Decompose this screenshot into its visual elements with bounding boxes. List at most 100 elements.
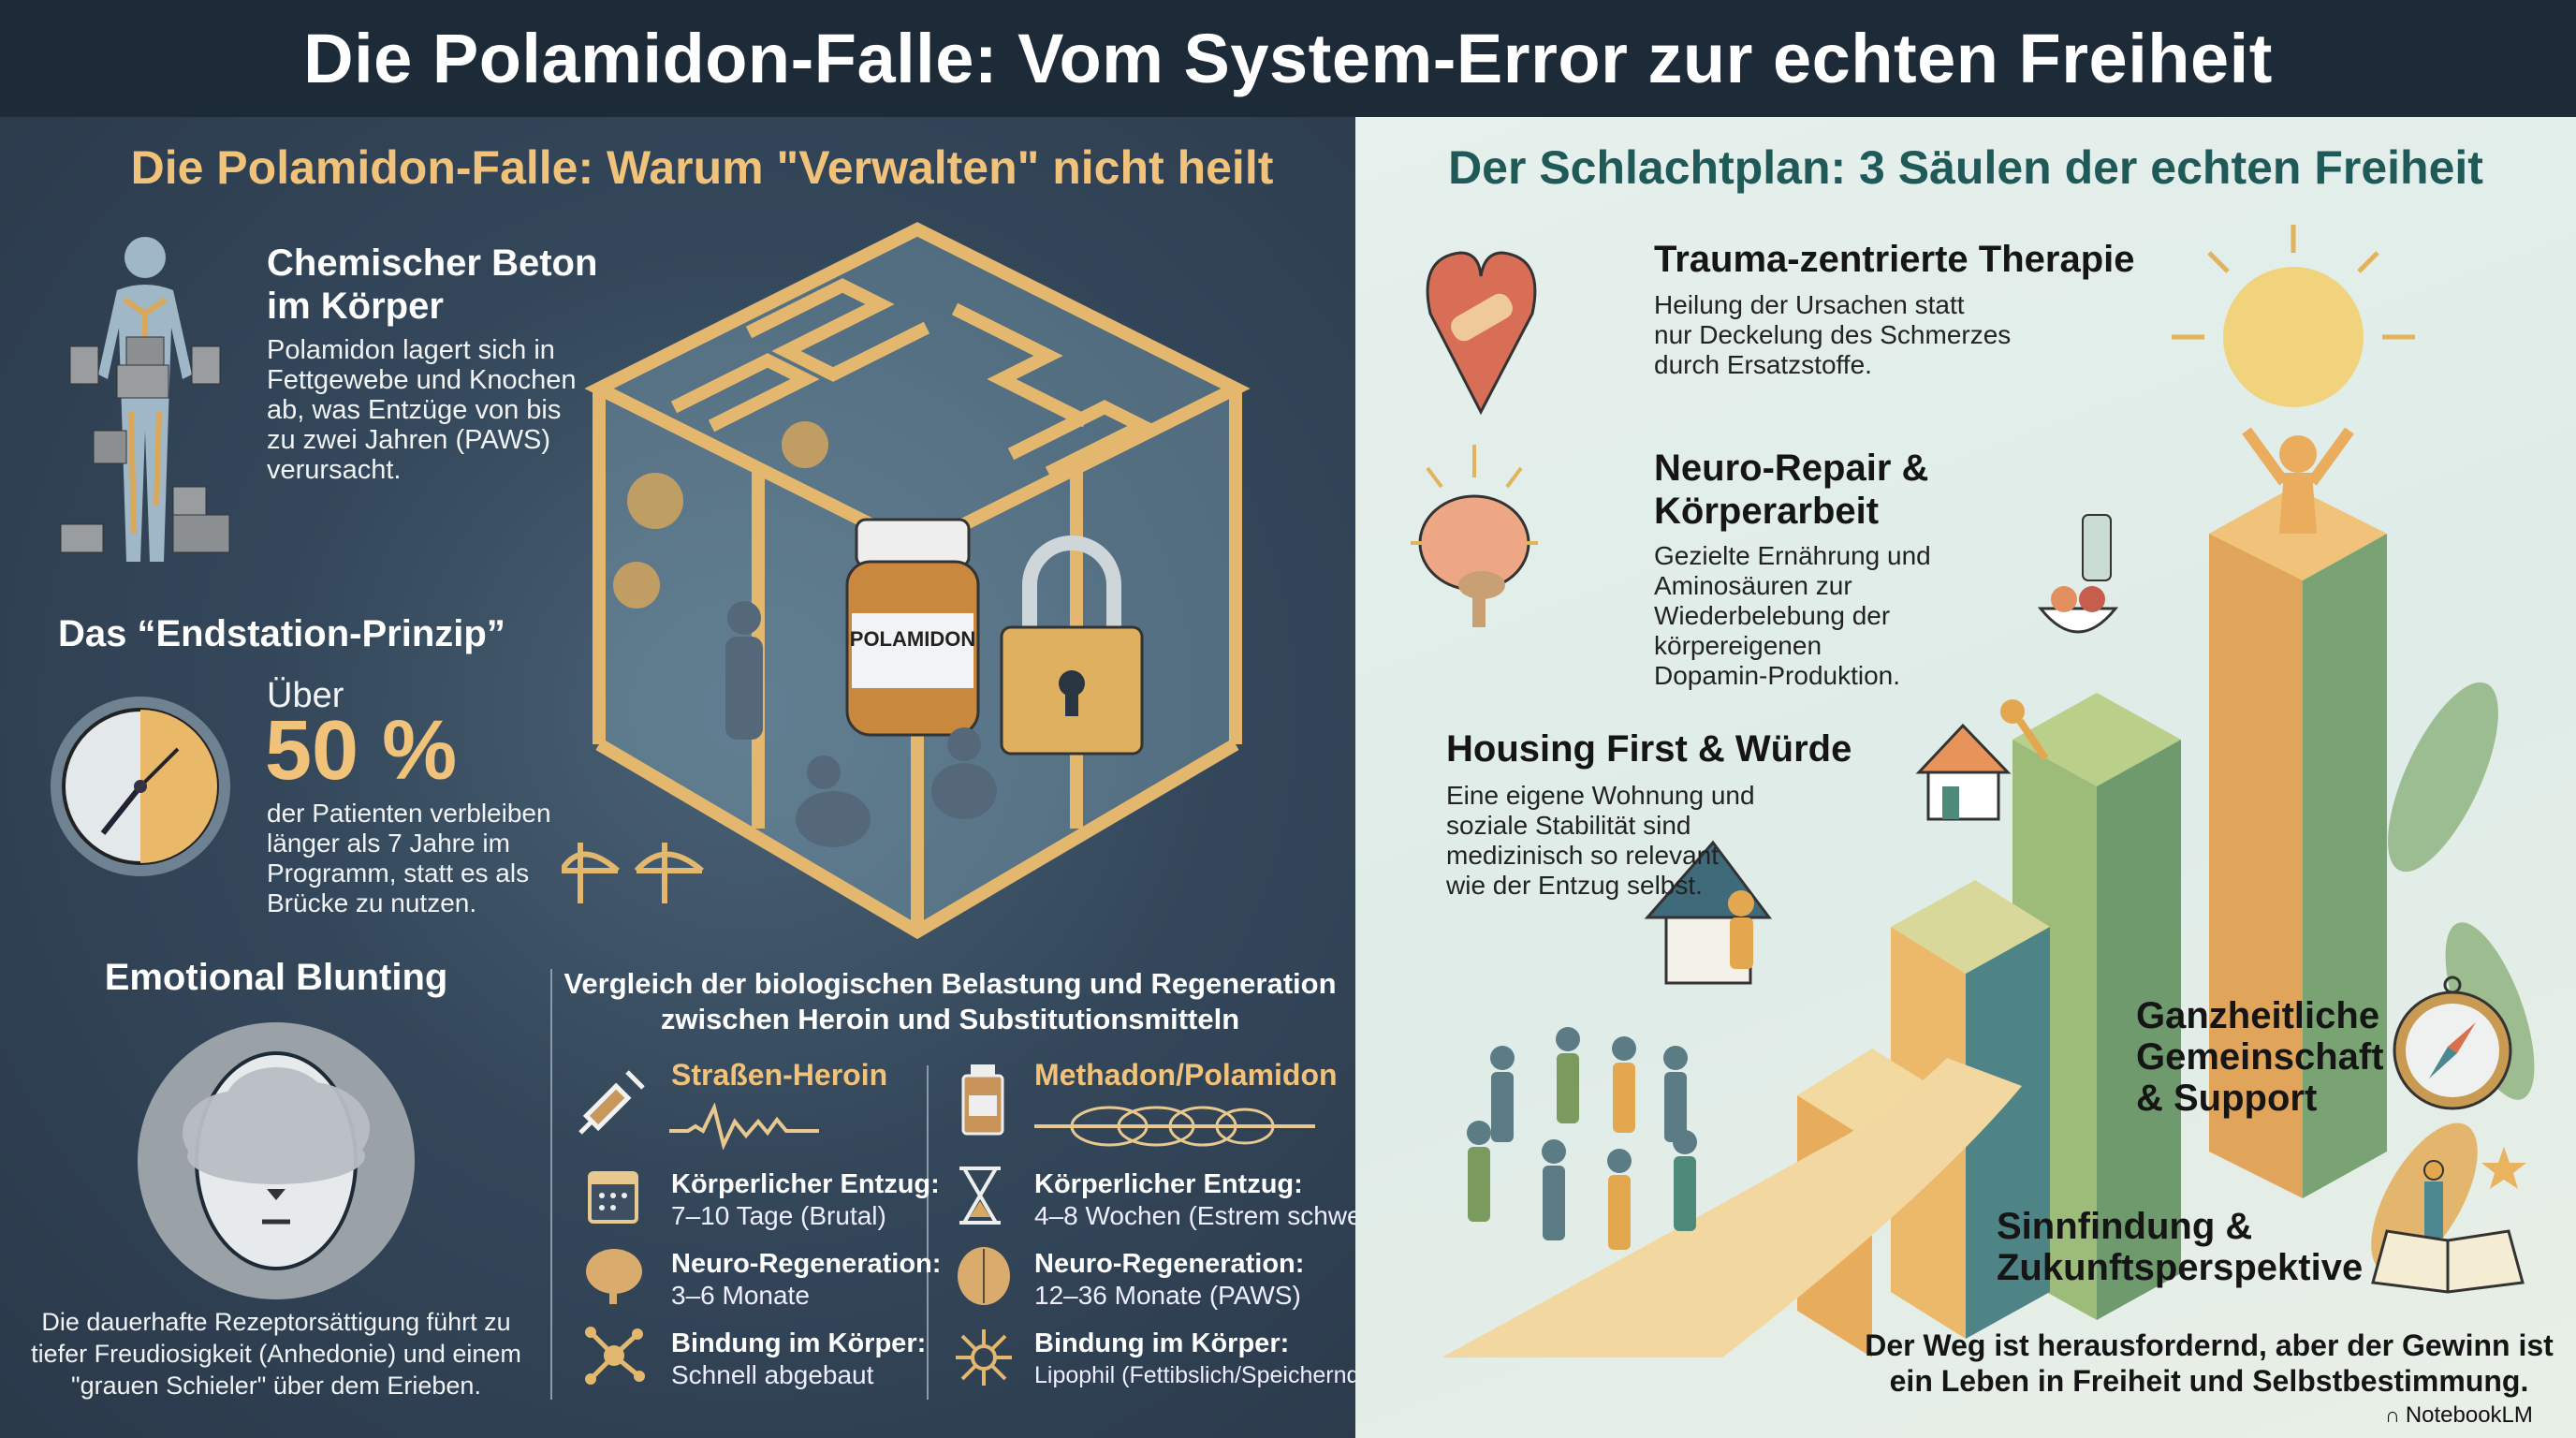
pillars-path-illustration — [1442, 225, 2535, 1357]
notebooklm-brand: ∩ NotebookLM — [2385, 1402, 2533, 1429]
neuro-title-line: Neuro-Repair & — [1654, 448, 1929, 489]
clock-icon — [51, 697, 230, 876]
row-label: Bindung im Körper: — [1034, 1328, 1290, 1358]
trauma-title: Trauma-zentrierte Therapie — [1654, 239, 2135, 280]
key-icon — [2000, 699, 2049, 761]
comparison-heading: Vergleich der biologischen Belastung und… — [562, 966, 1339, 1037]
housing-body-line: Eine eigene Wohnung und — [1446, 781, 1755, 810]
polamidon-bottle-icon — [845, 518, 980, 737]
padlock-icon — [1000, 536, 1144, 756]
community-title: Ganzheitliche Gemeinschaft & Support — [2136, 995, 2384, 1119]
row-value: 12–36 Monate (PAWS) — [1034, 1281, 1301, 1310]
house-icon — [1915, 723, 2012, 821]
blunting-body-line: "grauen Schieler" über dem Erieben. — [71, 1372, 481, 1400]
heart-bandage-icon — [1426, 251, 1537, 416]
endstation-body-line: der Patienten verbleiben — [267, 799, 551, 828]
trauma-body: Heilung der Ursachen statt nur Deckelung… — [1654, 290, 2011, 380]
molecule-cluster-icon — [956, 1329, 1012, 1386]
footer-line: Der Weg ist herausfordernd, aber der Gew… — [1865, 1328, 2554, 1362]
right-heading: Der Schlachtplan: 3 Säulen der echten Fr… — [1448, 141, 2483, 194]
housing-body-line: soziale Stabilität sind — [1446, 811, 1691, 840]
beton-body: Polamidon lagert sich in Fettgewebe und … — [267, 335, 577, 485]
neuro-body-line: Wiederbelebung der — [1654, 601, 1891, 630]
maze-cube-illustration: POLAMIDON — [584, 222, 1251, 940]
medicine-bottle-icon — [961, 1064, 1004, 1136]
comparison-heading-line: Vergleich der biologischen Belastung und… — [564, 967, 1337, 1000]
trauma-body-line: Heilung der Ursachen statt — [1654, 290, 1965, 319]
row-label: Körperlicher Entzug: — [1034, 1169, 1303, 1199]
community-title-line: & Support — [2136, 1078, 2318, 1119]
syringe-icon — [578, 1070, 645, 1135]
endstation-title: Das “Endstation-Prinzip” — [58, 613, 505, 654]
blunting-body-line: tiefer Freudiosigkeit (Anhedonie) und ei… — [31, 1340, 521, 1368]
housing-body: Eine eigene Wohnung und soziale Stabilit… — [1446, 781, 1755, 901]
calendar-icon — [588, 1171, 638, 1224]
meaning-title-line: Zukunftsperspektive — [1997, 1247, 2364, 1288]
beton-title-line: im Körper — [267, 286, 444, 327]
book-star-icon — [2371, 1147, 2526, 1294]
endstation-prefix: Über — [267, 676, 344, 715]
heartbeat-wave-icon — [669, 1103, 819, 1150]
housing-body-line: medizinisch so relevant — [1446, 841, 1720, 870]
row-value: 4–8 Wochen (Estrem schwer) — [1034, 1201, 1380, 1230]
endstation-body: der Patienten verbleiben länger als 7 Ja… — [267, 799, 551, 918]
community-title-line: Gemeinschaft — [2136, 1036, 2384, 1078]
blunting-body-line: Die dauerhafte Rezeptorsättigung führt z… — [41, 1308, 511, 1336]
row-label: Körperlicher Entzug: — [671, 1169, 940, 1199]
celebrating-person-icon — [2242, 427, 2354, 534]
housing-title: Housing First & Würde — [1446, 728, 1852, 770]
bottle-label: POLAMIDON — [850, 627, 975, 651]
food-bowl-icon — [2037, 514, 2119, 634]
community-title-line: Ganzheitliche — [2136, 995, 2380, 1036]
sun-icon — [2223, 267, 2364, 407]
endstation-body-line: Brücke zu nutzen. — [267, 888, 477, 917]
blunting-body: Die dauerhafte Rezeptorsättigung führt z… — [19, 1306, 534, 1401]
footer-message: Der Weg ist herausfordernd, aber der Gew… — [1835, 1328, 2576, 1399]
trauma-body-line: nur Deckelung des Schmerzes — [1654, 320, 2012, 349]
clouded-head-icon — [138, 1022, 415, 1299]
divider — [927, 1065, 929, 1400]
beton-body-line: Polamidon lagert sich in — [267, 335, 555, 365]
brand-label: NotebookLM — [2405, 1402, 2533, 1428]
people-circle-icon — [1467, 1027, 1697, 1250]
brain-icon — [958, 1247, 1010, 1305]
left-heading: Die Polamidon-Falle: Warum "Verwalten" n… — [130, 141, 1274, 194]
row-value: Lipophil (Fettibslich/Speichernd) — [1034, 1362, 1368, 1388]
compass-icon — [2393, 976, 2512, 1110]
row-value: 7–10 Tage (Brutal) — [671, 1201, 886, 1230]
title-bar: Die Polamidon-Falle: Vom System-Error zu… — [0, 0, 2576, 117]
divider — [550, 969, 552, 1400]
blunting-title: Emotional Blunting — [104, 957, 448, 998]
meaning-title-line: Sinnfindung & — [1997, 1206, 2253, 1247]
row-value: Schnell abgebaut — [671, 1360, 874, 1389]
column-title: Methadon/Polamidon — [1034, 1058, 1338, 1092]
body-concrete-icon — [60, 237, 230, 562]
notebooklm-logo-icon: ∩ — [2385, 1403, 2400, 1427]
page-title: Die Polamidon-Falle: Vom System-Error zu… — [303, 20, 2273, 97]
beton-body-line: Fettgewebe und Knochen — [267, 365, 577, 395]
beton-title: Chemischer Beton im Körper — [267, 242, 597, 328]
endstation-body-line: länger als 7 Jahre im — [267, 829, 510, 858]
neuro-body-line: Gezielte Ernährung und — [1654, 541, 1931, 570]
neuro-body-line: Dopamin-Produktion. — [1654, 661, 1901, 690]
beton-title-line: Chemischer Beton — [267, 242, 598, 284]
row-value: 3–6 Monate — [671, 1281, 810, 1310]
tangled-line-icon — [1034, 1106, 1315, 1147]
housing-body-line: wie der Entzug selbst. — [1446, 871, 1703, 900]
neuro-body: Gezielte Ernährung und Aminosäuren zur W… — [1654, 541, 1931, 691]
meaning-title: Sinnfindung & Zukunftsperspektive — [1997, 1206, 2363, 1288]
trauma-body-line: durch Ersatzstoffe. — [1654, 350, 1872, 379]
molecule-icon — [585, 1327, 645, 1385]
row-label: Neuro-Regeneration: — [671, 1249, 942, 1279]
endstation-body-line: Programm, statt es als — [267, 858, 530, 888]
neuro-body-line: Aminosäuren zur — [1654, 571, 1852, 600]
neuro-body-line: körpereigenen — [1654, 631, 1822, 660]
glowing-brain-icon — [1411, 445, 1538, 627]
beton-body-line: ab, was Entzüge von bis — [267, 395, 562, 425]
row-label: Bindung im Körper: — [671, 1328, 927, 1358]
brain-icon — [586, 1249, 642, 1304]
column-title: Straßen-Heroin — [671, 1058, 888, 1092]
comparison-heading-line: zwischen Heroin und Substitutionsmitteln — [660, 1003, 1240, 1035]
row-label: Neuro-Regeneration: — [1034, 1249, 1305, 1279]
neuro-title-line: Körperarbeit — [1654, 491, 1880, 532]
